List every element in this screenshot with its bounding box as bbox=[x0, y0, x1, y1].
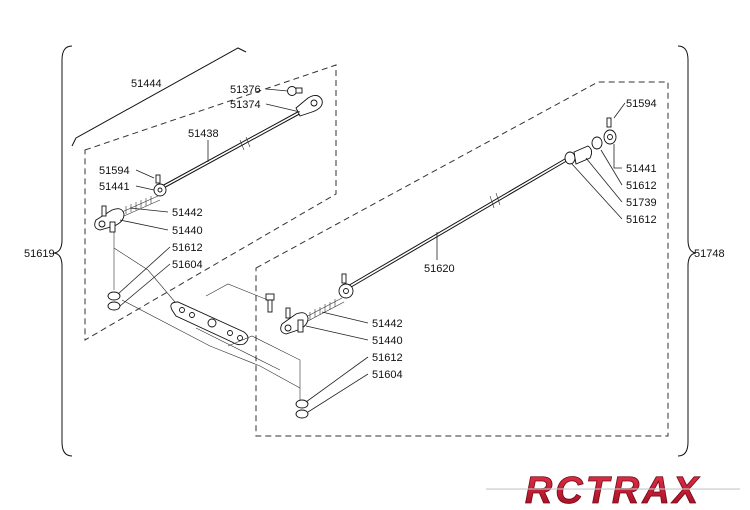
left-group-brace bbox=[53, 45, 73, 457]
washer-51612-lower bbox=[295, 399, 309, 409]
lower-assembly-box bbox=[255, 81, 669, 437]
label-51612-right-a: 51612 bbox=[626, 180, 657, 192]
label-51620: 51620 bbox=[424, 263, 455, 275]
guide-line-4 bbox=[227, 335, 301, 400]
swivel-51440-right-screw bbox=[285, 307, 291, 319]
nut-51604-lower bbox=[295, 409, 309, 419]
label-51612-left: 51612 bbox=[172, 242, 203, 254]
thread-51442-left bbox=[121, 195, 161, 217]
swivel-51440-right bbox=[280, 312, 309, 335]
nut-51604-left bbox=[107, 301, 121, 311]
washer-51612-left bbox=[107, 291, 121, 301]
swivel-51440-left-post bbox=[109, 221, 116, 233]
label-51594-left: 51594 bbox=[99, 165, 130, 177]
swivel-51440-right-hole bbox=[284, 324, 292, 332]
swivel-51440-left bbox=[94, 208, 125, 231]
label-51604-right: 51604 bbox=[372, 369, 403, 381]
spacer-51739 bbox=[573, 145, 593, 165]
washer-51612-upper-b bbox=[591, 136, 603, 150]
swivel-51440-left-hole bbox=[98, 220, 106, 228]
washer-51612-upper bbox=[564, 151, 576, 165]
label-51612-right-b: 51612 bbox=[626, 214, 657, 226]
horn-screw bbox=[265, 293, 275, 301]
guide-line-3 bbox=[205, 283, 269, 301]
label-51376: 51376 bbox=[230, 84, 261, 96]
servo-horn-center bbox=[207, 318, 217, 328]
screw-51376-shank bbox=[295, 87, 303, 94]
rod-51438 bbox=[159, 107, 306, 188]
label-51440-left: 51440 bbox=[172, 225, 203, 237]
rod-51620 bbox=[345, 155, 571, 288]
thread-51442-right bbox=[303, 297, 345, 323]
label-51441-right: 51441 bbox=[626, 163, 657, 175]
label-51440-right: 51440 bbox=[372, 335, 403, 347]
logo-shine bbox=[486, 488, 740, 490]
rctrax-logo: RCTRAX bbox=[486, 472, 740, 508]
label-51594-right: 51594 bbox=[626, 98, 657, 110]
upper-assembly-box bbox=[84, 64, 337, 341]
collar-51441-lower-hole bbox=[343, 288, 349, 294]
label-51612-right-c: 51612 bbox=[372, 352, 403, 364]
right-group-brace bbox=[677, 45, 697, 457]
guide-line-1 bbox=[113, 247, 176, 303]
collar-51441-left-hole bbox=[157, 187, 163, 193]
label-51604-left: 51604 bbox=[172, 259, 203, 271]
label-51442-left: 51442 bbox=[172, 207, 203, 219]
servo-horn-hole-1 bbox=[179, 307, 185, 313]
servo-horn-hole-4 bbox=[237, 335, 243, 341]
swivel-51440-right-post bbox=[297, 319, 304, 333]
servo-horn-hole-3 bbox=[227, 330, 233, 336]
rod-break-mark bbox=[239, 136, 251, 151]
collar-51441-upper-hole bbox=[607, 134, 613, 140]
setscrew-51594-left bbox=[155, 174, 161, 184]
label-group-right: 51748 bbox=[694, 248, 725, 260]
rod-51620-edge bbox=[345, 158, 571, 291]
rod-51438-edge bbox=[159, 110, 306, 191]
rod-51620-break bbox=[489, 192, 501, 209]
guide-line-5 bbox=[195, 327, 281, 371]
servo-horn-hole-2 bbox=[189, 312, 195, 318]
label-51442-right: 51442 bbox=[372, 318, 403, 330]
label-group-left: 51619 bbox=[24, 248, 55, 260]
label-51444: 51444 bbox=[131, 78, 162, 90]
ball-link-hole bbox=[310, 99, 318, 107]
setscrew-51594-upper bbox=[606, 117, 612, 128]
ball-link-51374 bbox=[295, 95, 323, 117]
label-51374: 51374 bbox=[230, 99, 261, 111]
setscrew-51594-lower bbox=[341, 273, 347, 284]
label-51739: 51739 bbox=[626, 197, 657, 209]
upper-assembly-bracket bbox=[71, 47, 247, 147]
swivel-51440-left-screw bbox=[101, 205, 107, 217]
horn-screw-shank bbox=[267, 299, 273, 313]
screw-51376 bbox=[287, 86, 297, 96]
leader-lines bbox=[117, 88, 626, 413]
label-51438: 51438 bbox=[188, 128, 219, 140]
guide-line-2 bbox=[121, 299, 301, 389]
label-51441-left: 51441 bbox=[99, 181, 130, 193]
